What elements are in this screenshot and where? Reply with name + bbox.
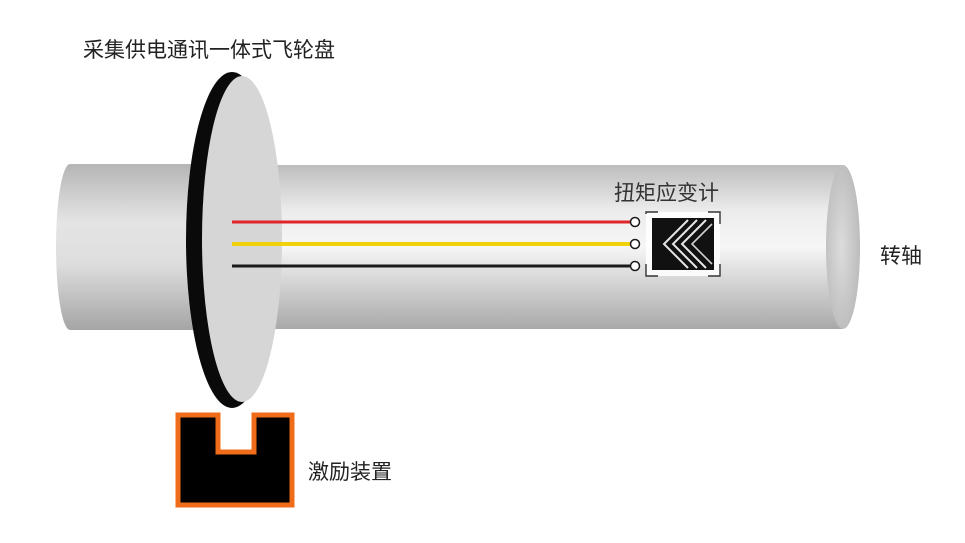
flywheel-label: 采集供电通讯一体式飞轮盘 xyxy=(83,38,335,62)
exciter-label: 激励装置 xyxy=(308,460,392,484)
shaft-end-face xyxy=(826,165,860,329)
shaft-body xyxy=(235,165,843,329)
strain-gauge-grid-icon xyxy=(662,219,713,269)
wire-terminals xyxy=(629,216,641,272)
strain-gauge xyxy=(645,211,721,277)
shaft-label: 转轴 xyxy=(880,244,922,268)
terminal-middle xyxy=(629,238,641,250)
exciter-device xyxy=(175,412,295,508)
flywheel-disc xyxy=(186,72,282,408)
strain-gauge-label: 扭矩应变计 xyxy=(614,181,719,205)
flywheel-face xyxy=(202,76,282,402)
shaft-left-segment xyxy=(56,164,210,330)
signal-wires xyxy=(232,220,631,268)
terminal-bottom xyxy=(629,260,641,272)
terminal-top xyxy=(629,216,641,228)
